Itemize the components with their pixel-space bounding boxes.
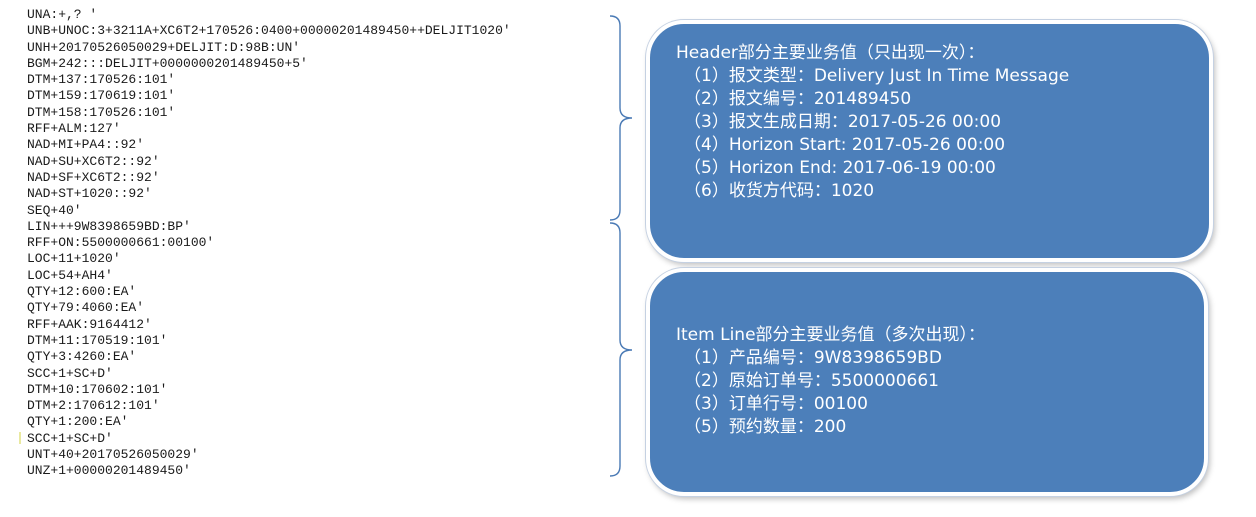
edi-segment-line: LOC+11+1020' [27,251,121,267]
edi-segment-line: DTM+158:170526:101' [27,104,176,120]
item-line-summary-box: Item Line部分主要业务值（多次出现）： （1）产品编号：9W839865… [646,268,1208,496]
header-item: （3）报文生成日期：2017-05-26 00:00 [684,112,1002,132]
header-brace [609,15,633,221]
edi-segment-line: DTM+10:170602:101' [27,381,168,397]
edi-segment-line: QTY+79:4060:EA' [27,300,145,316]
edi-message-text: UNA:+,? 'UNB+UNOC:3+3211A+XC6T2+170526:0… [27,7,511,480]
item-line-item: （5）预约数量：200 [684,417,847,437]
edi-segment-line: UNT+40+20170526050029' [27,447,199,463]
item-line-item: （3）订单行号：00100 [684,394,868,414]
header-box-title: Header部分主要业务值（只出现一次）： [676,43,985,63]
item-line-brace [609,222,633,477]
header-item: （1）报文类型：Delivery Just In Time Message [684,66,1070,86]
text-cursor-highlight [19,432,21,444]
edi-segment-line: RFF+AAK:9164412' [27,316,152,332]
edi-segment-line: NAD+MI+PA4::92' [27,137,145,153]
edi-segment-line: QTY+3:4260:EA' [27,349,137,365]
edi-segment-line: DTM+2:170612:101' [27,398,160,414]
item-box-title: Item Line部分主要业务值（多次出现）： [676,325,986,345]
edi-segment-line: NAD+ST+1020::92' [27,186,152,202]
edi-segment-line: UNB+UNOC:3+3211A+XC6T2+170526:0400+00000… [27,23,511,39]
edi-segment-line: NAD+SU+XC6T2::92' [27,153,160,169]
edi-segment-line: SCC+1+SC+D' [27,365,113,381]
header-item: （5）Horizon End: 2017-06-19 00:00 [684,158,996,178]
header-item: （4）Horizon Start: 2017-05-26 00:00 [684,135,1006,155]
header-item: （2）报文编号：201489450 [684,89,912,109]
edi-segment-line: UNH+20170526050029+DELJIT:D:98B:UN' [27,39,301,55]
edi-segment-line: UNA:+,? ' [27,7,98,22]
header-summary-box: Header部分主要业务值（只出现一次）： （1）报文类型：Delivery J… [646,20,1213,262]
edi-segment-line: DTM+137:170526:101' [27,72,176,88]
header-item: （6）收货方代码：1020 [684,181,875,201]
edi-segment-line: RFF+ALM:127' [27,121,121,137]
edi-segment-line: QTY+1:200:EA' [27,414,129,430]
edi-segment-line: SEQ+40' [27,202,82,218]
edi-segment-line: UNZ+1+00000201489450' [27,463,191,479]
edi-segment-line: BGM+242:::DELJIT+0000000201489450+5' [27,55,308,71]
edi-segment-line: NAD+SF+XC6T2::92' [27,169,160,185]
item-line-item: （1）产品编号：9W8398659BD [684,348,942,368]
edi-segment-line: DTM+11:170519:101' [27,332,168,348]
edi-segment-line: RFF+ON:5500000661:00100' [27,235,215,251]
edi-segment-line: DTM+159:170619:101' [27,88,176,104]
edi-segment-line: QTY+12:600:EA' [27,284,137,300]
edi-segment-line: LOC+54+AH4' [27,267,113,283]
edi-segment-line: LIN+++9W8398659BD:BP' [27,218,191,234]
header-items-list: （1）报文类型：Delivery Just In Time Message （2… [676,65,1209,203]
item-line-list: （1）产品编号：9W8398659BD （2）原始订单号：5500000661 … [676,347,1204,439]
edi-segment-line: SCC+1+SC+D' [27,430,113,446]
item-line-item: （2）原始订单号：5500000661 [684,371,939,391]
